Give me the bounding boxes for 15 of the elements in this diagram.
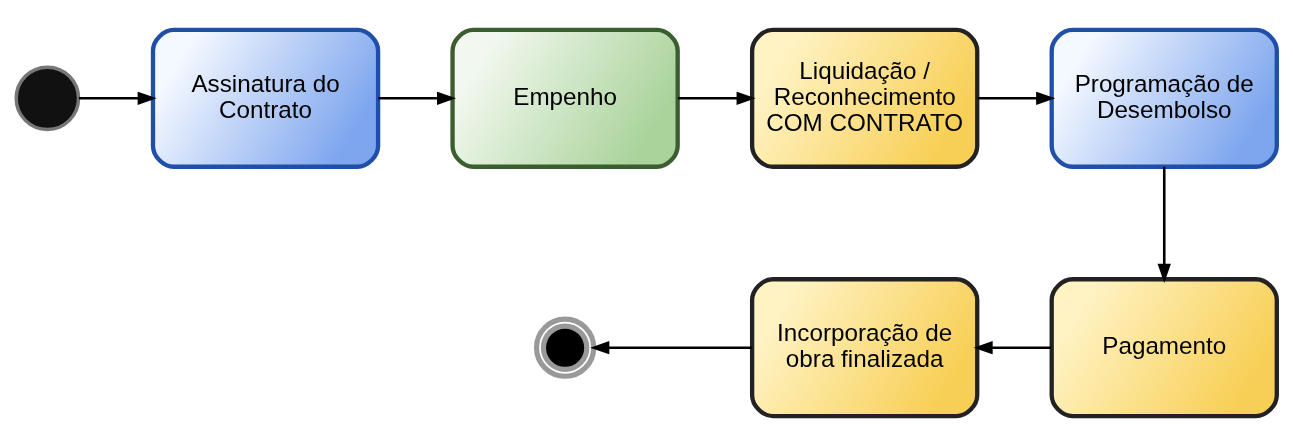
arrow: [1157, 166, 1171, 283]
node-box: Incorporação de obra finalizada: [749, 277, 980, 419]
arrow: [78, 91, 157, 105]
node-circle: [14, 65, 81, 132]
node-box: Pagamento: [1049, 277, 1279, 419]
node-box: Programação de Desembolso: [1049, 27, 1279, 169]
node-box: Assinatura do Contrato: [150, 27, 381, 169]
arrow: [973, 341, 1052, 355]
node-circle: [533, 316, 597, 379]
arrow: [378, 91, 457, 105]
node-box: Liquidação / Reconhecimento COM CONTRATO: [749, 27, 980, 169]
node-box: Empenho: [450, 27, 680, 169]
arrow: [677, 91, 756, 105]
arrow: [590, 341, 752, 355]
arrow: [977, 91, 1056, 105]
